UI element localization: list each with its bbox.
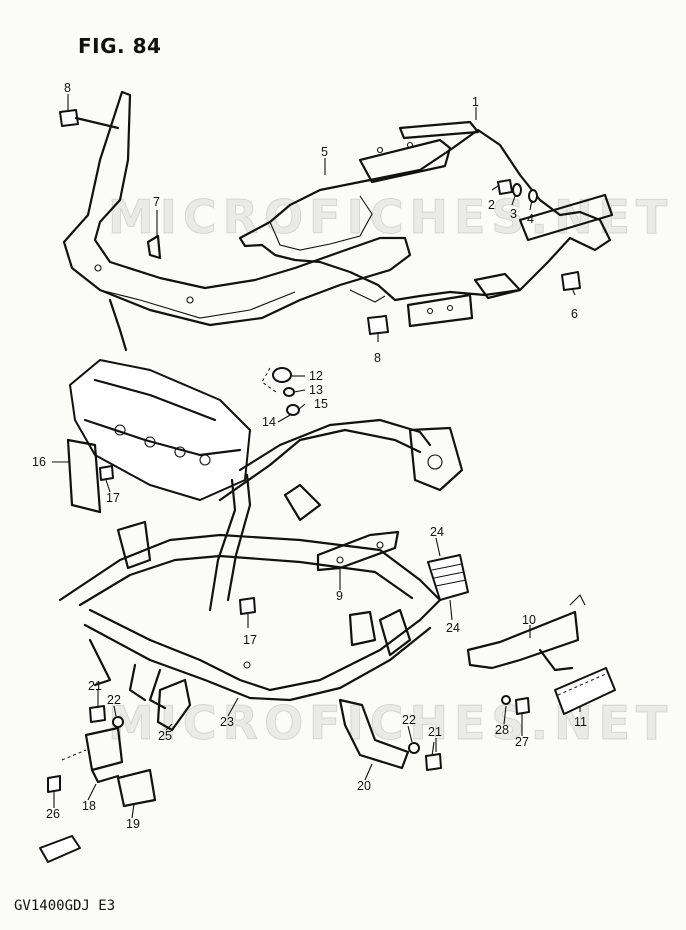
leader-lines <box>52 94 581 819</box>
callout-2: 2 <box>488 198 495 212</box>
figure-title: FIG. 84 <box>78 34 162 58</box>
callout-10: 10 <box>522 613 536 627</box>
callout-4: 4 <box>527 212 534 226</box>
callout-24-lower: 24 <box>446 621 460 635</box>
bracket-part-20 <box>338 698 410 770</box>
callout-17-lower: 17 <box>243 633 257 647</box>
mid-frame-mount <box>208 367 464 612</box>
center-bracket-assembly <box>66 359 251 514</box>
callout-15: 15 <box>314 397 328 411</box>
bracket-part-9 <box>316 530 400 572</box>
callout-23: 23 <box>220 715 234 729</box>
callout-22-right: 22 <box>402 713 416 727</box>
callout-27: 27 <box>515 735 529 749</box>
callout-12: 12 <box>309 369 323 383</box>
callout-7: 7 <box>153 195 160 209</box>
callout-3: 3 <box>510 207 517 221</box>
callout-1: 1 <box>472 95 479 109</box>
rear-seat-rail-part-1-5 <box>238 120 614 328</box>
callout-24-upper: 24 <box>430 525 444 539</box>
damper-part-24 <box>427 554 469 601</box>
callout-8-mid: 8 <box>374 351 381 365</box>
callout-9: 9 <box>336 589 343 603</box>
front-subframe-part-7 <box>62 90 412 352</box>
callout-5: 5 <box>321 145 328 159</box>
callout-21-right: 21 <box>428 725 442 739</box>
callout-14: 14 <box>262 415 276 429</box>
watermark-top: MICROFICHES.NET <box>107 190 674 245</box>
callout-21-left: 21 <box>88 679 102 693</box>
callout-20: 20 <box>357 779 371 793</box>
callout-19: 19 <box>126 817 140 831</box>
callout-labels: 8 1 5 2 3 4 7 6 8 12 13 15 14 16 17 24 9… <box>32 81 587 831</box>
callout-26: 26 <box>46 807 60 821</box>
callout-6: 6 <box>571 307 578 321</box>
callout-11: 11 <box>574 715 587 729</box>
fasteners <box>39 109 581 863</box>
callout-18: 18 <box>82 799 96 813</box>
callout-16: 16 <box>32 455 46 469</box>
main-frame-part-23 <box>58 520 442 732</box>
model-code: GV1400GDJ E3 <box>14 898 116 914</box>
callout-8-top: 8 <box>64 81 71 95</box>
callout-13: 13 <box>309 383 323 397</box>
callout-25: 25 <box>158 729 172 743</box>
bracket-part-10 <box>466 594 586 672</box>
bracket-part-18 <box>84 726 124 784</box>
reflector-part-11 <box>554 667 616 715</box>
bracket-part-19 <box>116 768 157 808</box>
callout-22-left: 22 <box>107 693 121 707</box>
callout-28: 28 <box>495 723 509 737</box>
callout-17-upper: 17 <box>106 491 120 505</box>
